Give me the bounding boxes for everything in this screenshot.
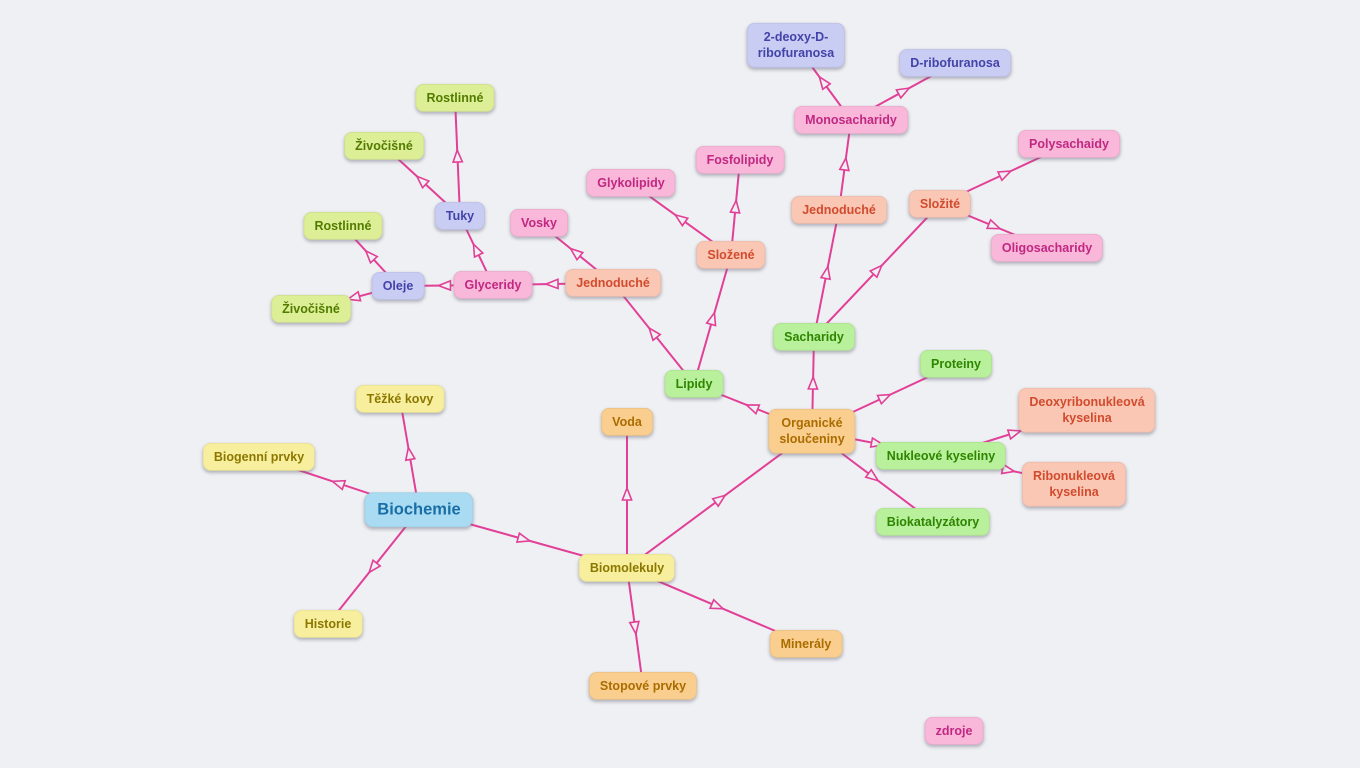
arrowhead-icon [628, 620, 640, 637]
arrowhead-icon [515, 531, 532, 543]
arrowhead-icon [436, 279, 452, 292]
arrowhead-icon [568, 247, 585, 262]
node-d-ribofuranosa[interactable]: D-ribofuranosa [899, 48, 1011, 78]
arrowhead-icon [819, 264, 832, 281]
node-biomolekuly[interactable]: Biomolekuly [578, 553, 676, 583]
node-zdroje[interactable]: zdroje [924, 716, 984, 746]
node-glyceridy[interactable]: Glyceridy [453, 270, 533, 300]
node-fosfolipidy[interactable]: Fosfolipidy [695, 145, 785, 175]
arrowhead-icon [996, 170, 1013, 182]
arrowhead-icon [744, 404, 761, 416]
node-historie[interactable]: Historie [293, 609, 363, 639]
arrowhead-icon [1000, 463, 1017, 475]
node-vosky[interactable]: Vosky [510, 208, 568, 238]
node-slozite[interactable]: Složité [908, 189, 972, 219]
arrowhead-icon [818, 75, 832, 91]
node-jednoduche-lipidy[interactable]: Jednoduché [565, 268, 661, 298]
arrowhead-icon [472, 242, 485, 259]
arrowhead-icon [895, 87, 912, 100]
node-rostlinne-tuky[interactable]: Rostlinné [415, 83, 495, 113]
node-ribonukleova-kyselina[interactable]: Ribonukleová kyselina [1022, 461, 1126, 507]
arrowhead-icon [364, 249, 379, 265]
node-deoxyribonukleova-kyselina[interactable]: Deoxyribonukleová kyselina [1018, 387, 1156, 433]
node-monosacharidy[interactable]: Monosacharidy [794, 105, 908, 135]
node-zivocisne-tuky[interactable]: Živočišné [344, 131, 424, 161]
arrowhead-icon [876, 393, 893, 406]
arrowhead-icon [868, 263, 884, 279]
node-organicke-slouceniny[interactable]: Organické sloučeniny [768, 408, 856, 454]
node-biokatalyzatory[interactable]: Biokatalyzátory [875, 507, 991, 537]
node-slozene[interactable]: Složené [696, 240, 766, 270]
arrowhead-icon [543, 278, 559, 290]
arrowhead-icon [621, 485, 633, 501]
arrowhead-icon [367, 558, 382, 575]
node-voda[interactable]: Voda [601, 407, 653, 437]
node-oleje[interactable]: Oleje [371, 271, 425, 301]
arrowhead-icon [451, 147, 464, 164]
node-deoxy-d-ribofuranosa[interactable]: 2-deoxy-D- ribofuranosa [746, 22, 846, 68]
node-tezke-kovy[interactable]: Těžké kovy [355, 384, 445, 414]
node-lipidy[interactable]: Lipidy [664, 369, 724, 399]
arrowhead-icon [705, 310, 717, 327]
arrowhead-icon [345, 290, 362, 302]
arrowhead-icon [864, 468, 880, 483]
arrowhead-icon [711, 494, 727, 508]
node-nukleove-kyseliny[interactable]: Nukleové kyseliny [875, 441, 1007, 471]
arrowhead-icon [807, 374, 819, 390]
node-oligosacharidy[interactable]: Oligosacharidy [990, 233, 1104, 263]
arrowhead-icon [985, 218, 1003, 230]
arrowhead-icon [647, 326, 662, 342]
arrowhead-icon [838, 155, 850, 172]
node-rostlinne-oleje[interactable]: Rostlinné [303, 211, 383, 241]
arrowhead-icon [1006, 429, 1023, 441]
node-sacharidy[interactable]: Sacharidy [773, 322, 855, 352]
arrowhead-icon [673, 213, 690, 228]
arrowhead-icon [330, 479, 347, 491]
arrowhead-icon [729, 198, 741, 214]
arrowhead-icon [415, 174, 431, 190]
node-polysachaidy[interactable]: Polysachaidy [1018, 129, 1120, 159]
node-glykolipidy[interactable]: Glykolipidy [586, 168, 676, 198]
node-biochemie[interactable]: Biochemie [364, 492, 474, 528]
node-stopove-prvky[interactable]: Stopové prvky [588, 671, 698, 701]
node-tuky[interactable]: Tuky [434, 201, 486, 231]
node-biogenni-prvky[interactable]: Biogenní prvky [202, 442, 316, 472]
node-zivocisne-oleje[interactable]: Živočišné [271, 294, 351, 324]
node-jednoduche-sacharidy[interactable]: Jednoduché [791, 195, 887, 225]
node-proteiny[interactable]: Proteiny [919, 349, 993, 379]
arrowhead-icon [708, 598, 726, 610]
arrowhead-icon [404, 445, 417, 462]
node-mineraly[interactable]: Minerály [769, 629, 843, 659]
